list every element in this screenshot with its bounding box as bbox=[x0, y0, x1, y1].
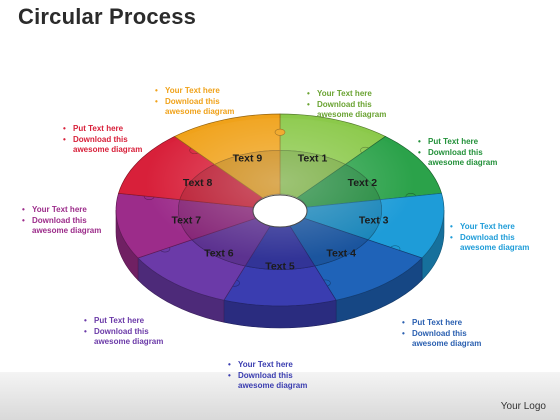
callout-line: • Download this bbox=[307, 100, 386, 111]
callout-line: awesome diagram bbox=[84, 337, 163, 348]
callout-line: • Download this bbox=[63, 135, 142, 146]
callout-text: Put Text here bbox=[94, 316, 145, 325]
segment-label-4: Text 4 bbox=[326, 248, 356, 260]
callout-text: Download this bbox=[165, 96, 220, 106]
bullet-icon: • bbox=[63, 134, 66, 144]
callout-text: awesome diagram bbox=[165, 107, 235, 116]
callout-text: Your Text here bbox=[460, 222, 515, 231]
bullet-icon: • bbox=[418, 147, 421, 157]
callout-line: • Your Text here bbox=[450, 222, 529, 233]
slide-title: Circular Process bbox=[18, 4, 197, 29]
bullet-icon: • bbox=[450, 232, 453, 242]
callout-line: awesome diagram bbox=[228, 381, 307, 392]
footer-band bbox=[0, 372, 560, 420]
callout-line: • Download this bbox=[84, 327, 163, 338]
callout-line: • Your Text here bbox=[155, 86, 234, 97]
callout-text: Download this bbox=[32, 215, 87, 225]
callout-text: Download this bbox=[460, 232, 515, 242]
puzzle-tab-9 bbox=[274, 128, 286, 136]
segment-labels: Text 1 Text 2 Text 3 Text 4 Text 5 Text 6 Text… bbox=[172, 153, 389, 273]
callout-line: • Your Text here bbox=[22, 205, 101, 216]
callout-line: awesome diagram bbox=[402, 339, 481, 350]
callout-line: • Put Text here bbox=[418, 137, 497, 148]
bullet-icon: • bbox=[307, 99, 310, 109]
bullet-icon: • bbox=[63, 124, 66, 133]
callout-line: • Download this bbox=[418, 148, 497, 159]
callout-line: • Your Text here bbox=[307, 89, 386, 100]
bullet-icon: • bbox=[84, 326, 87, 336]
callout-text: awesome diagram bbox=[412, 339, 482, 348]
segment-label-2: Text 2 bbox=[348, 177, 378, 189]
callout-line: • Download this bbox=[22, 216, 101, 227]
segment-label-7: Text 7 bbox=[172, 215, 202, 227]
bullet-icon: • bbox=[228, 360, 231, 369]
callout-line: • Put Text here bbox=[402, 318, 481, 329]
callout-line: • Download this bbox=[450, 233, 529, 244]
callout-text: awesome diagram bbox=[73, 145, 143, 154]
callout-line: awesome diagram bbox=[155, 107, 234, 118]
callout-text: awesome diagram bbox=[428, 158, 498, 167]
callout-text: Download this bbox=[94, 326, 149, 336]
segment-label-9: Text 9 bbox=[233, 153, 263, 165]
center-hole bbox=[252, 194, 308, 228]
segment-label-1: Text 1 bbox=[298, 153, 328, 165]
bullet-icon: • bbox=[307, 89, 310, 98]
callout-text: Put Text here bbox=[412, 318, 463, 327]
segment-label-3: Text 3 bbox=[359, 215, 389, 227]
callout-text: Your Text here bbox=[32, 205, 87, 214]
callout-text: awesome diagram bbox=[317, 110, 387, 119]
callout-text: awesome diagram bbox=[94, 337, 164, 346]
bullet-icon: • bbox=[450, 222, 453, 231]
callout-text: Download this bbox=[73, 134, 128, 144]
segment-label-5: Text 5 bbox=[265, 261, 295, 273]
callout-line: awesome diagram bbox=[22, 226, 101, 237]
bullet-icon: • bbox=[22, 205, 25, 214]
callout-line: • Your Text here bbox=[228, 360, 307, 371]
callout-text: awesome diagram bbox=[238, 381, 308, 390]
callout-text: Put Text here bbox=[73, 124, 124, 133]
callout-text: Download this bbox=[412, 328, 467, 338]
callout-text: Download this bbox=[428, 147, 483, 157]
callout-text: Put Text here bbox=[428, 137, 479, 146]
callout-text: awesome diagram bbox=[32, 226, 102, 235]
callout-line: awesome diagram bbox=[418, 158, 497, 169]
callout-line: awesome diagram bbox=[450, 243, 529, 254]
callout-text: Your Text here bbox=[165, 86, 220, 95]
bullet-icon: • bbox=[402, 328, 405, 338]
callout-line: awesome diagram bbox=[307, 110, 386, 121]
callout-text: Your Text here bbox=[238, 360, 293, 369]
bullet-icon: • bbox=[418, 137, 421, 146]
logo-text: Your Logo bbox=[500, 401, 546, 412]
callout-text: Your Text here bbox=[317, 89, 372, 98]
callout-line: • Download this bbox=[402, 329, 481, 340]
callout-line: • Put Text here bbox=[63, 124, 142, 135]
callout-line: • Download this bbox=[228, 371, 307, 382]
bullet-icon: • bbox=[155, 86, 158, 95]
callout-text: awesome diagram bbox=[460, 243, 530, 252]
bullet-icon: • bbox=[22, 215, 25, 225]
callout-line: • Put Text here bbox=[84, 316, 163, 327]
bullet-icon: • bbox=[84, 316, 87, 325]
callout-text: Download this bbox=[317, 99, 372, 109]
segment-label-6: Text 6 bbox=[204, 248, 234, 260]
bullet-icon: • bbox=[228, 370, 231, 380]
callout-line: awesome diagram bbox=[63, 145, 142, 156]
segment-label-8: Text 8 bbox=[183, 177, 213, 189]
bullet-icon: • bbox=[155, 96, 158, 106]
bullet-icon: • bbox=[402, 318, 405, 327]
callout-text: Download this bbox=[238, 370, 293, 380]
callout-line: • Download this bbox=[155, 97, 234, 108]
